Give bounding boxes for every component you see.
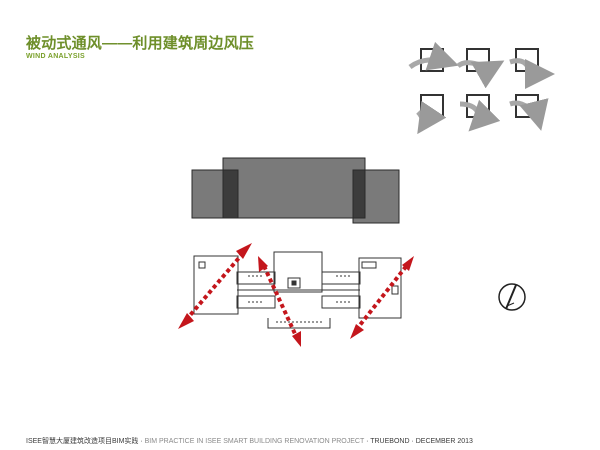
page-title: 被动式通风——利用建筑周边风压	[26, 35, 255, 52]
wind-arrow-icon	[178, 243, 252, 329]
footer-right-text: · TRUEBOND · DECEMBER 2013	[364, 438, 473, 445]
wind-flow-pattern-icon	[416, 94, 447, 135]
wind-flow-pattern-icon	[459, 94, 501, 132]
wind-flow-pattern-icon	[509, 94, 549, 131]
north-arrow-icon	[498, 283, 526, 311]
wind-pattern-diagrams	[408, 41, 555, 135]
building-massing	[191, 157, 400, 224]
wind-flow-pattern-icon	[509, 48, 555, 90]
wind-arrow-icon	[350, 256, 414, 339]
wind-flow-pattern-icon	[456, 48, 505, 89]
footer-project-text: BIM PRACTICE IN ISEE SMART BUILDING RENO…	[144, 438, 365, 445]
page-subtitle: WIND ANALYSIS	[26, 53, 85, 60]
wind-arrow-icon	[258, 256, 301, 347]
wind-direction-arrows	[178, 243, 414, 347]
footer-left-text: ISEE智慧大厦建筑改造项目BIM实践 ·	[26, 438, 145, 445]
floor-plan	[193, 251, 402, 329]
wind-flow-pattern-icon	[408, 41, 459, 72]
footer: ISEE智慧大厦建筑改造项目BIM实践 · BIM PRACTICE IN IS…	[26, 436, 473, 446]
